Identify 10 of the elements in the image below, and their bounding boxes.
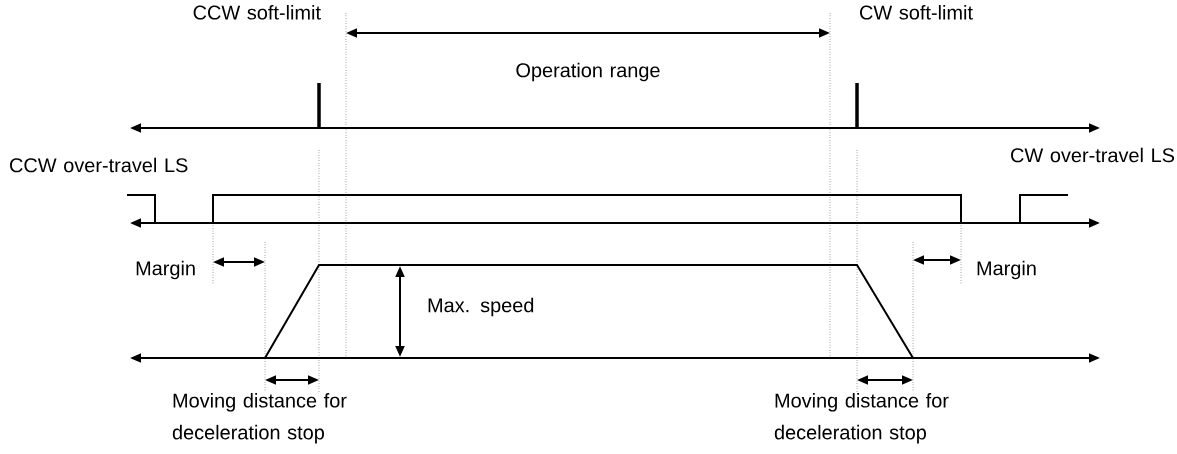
speed-label: Max. speed (428, 297, 534, 317)
soft-limit-label: CW soft-limit (860, 5, 973, 20)
distance-label: Moving distance for deceleration stop (172, 393, 347, 444)
switch-label: CCW over-travel LS (10, 157, 188, 173)
switch-label: CW over-travel LS (1011, 147, 1175, 163)
soft-limit-label: CCW soft-limit (193, 5, 321, 20)
margin-label: Margin (136, 260, 195, 280)
distance-label: Moving distance for deceleration stop (774, 393, 949, 444)
margin-label: Margin (977, 260, 1036, 280)
range-label: Operation range (516, 62, 660, 82)
